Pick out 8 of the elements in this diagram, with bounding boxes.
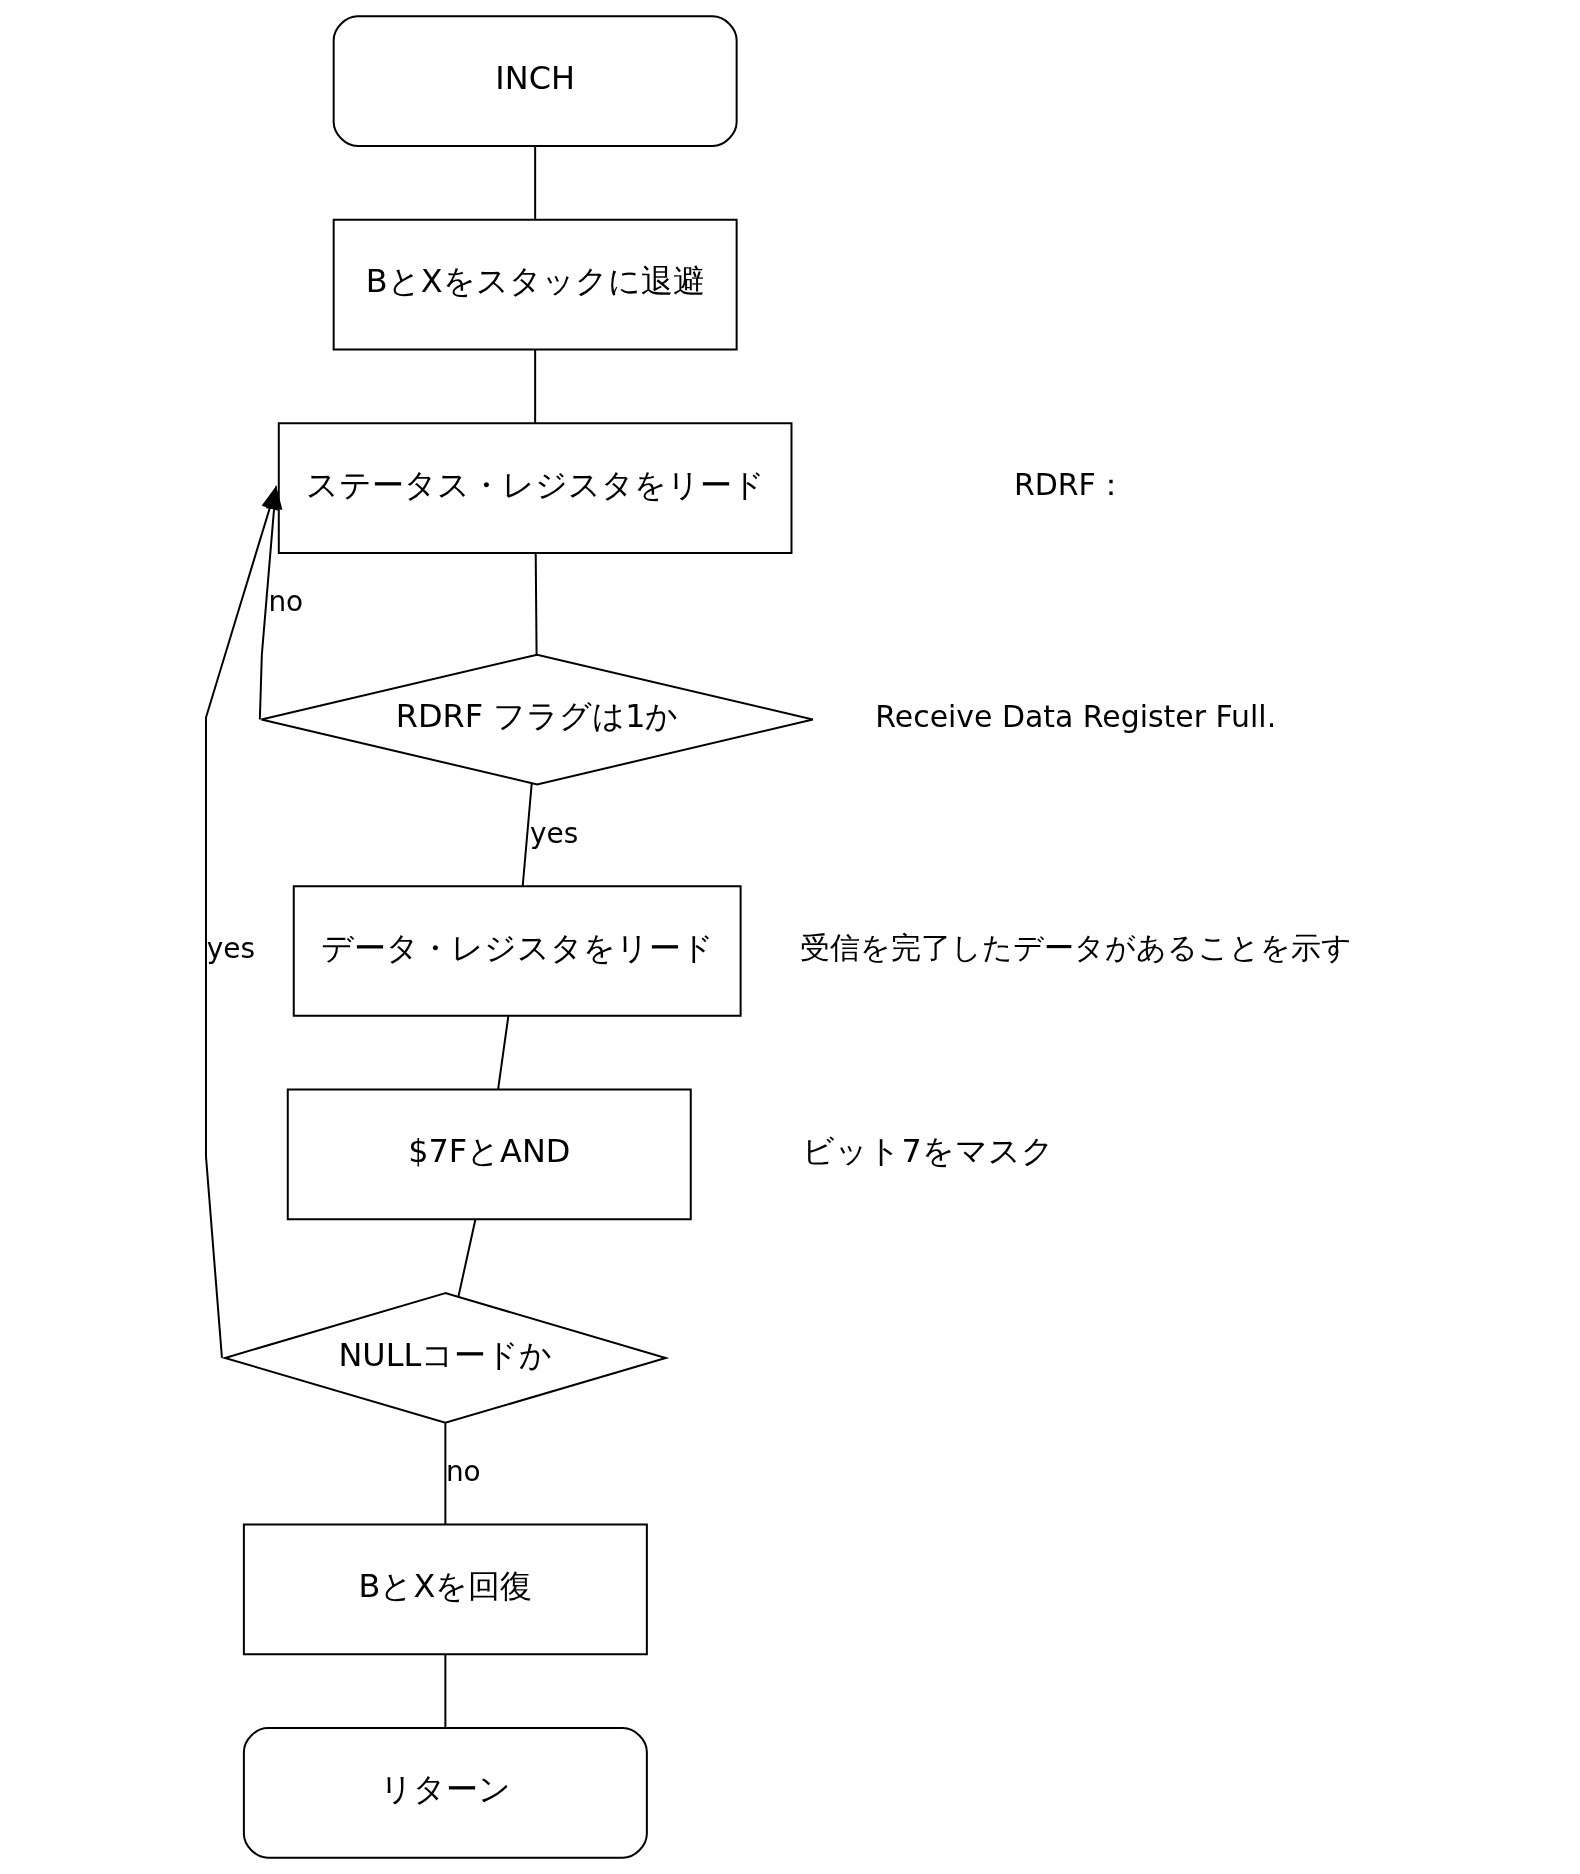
label: Receive Data Register Full. <box>875 698 1277 734</box>
edge-label: yes <box>529 816 579 850</box>
edge-label: yes <box>206 932 256 966</box>
label: 受信を完了したデータがあることを示す <box>799 929 1352 965</box>
label: RDRF： <box>1013 467 1126 503</box>
node-label: ビット7をマスク <box>802 1132 1054 1171</box>
edge-label: no <box>445 1455 481 1489</box>
edge-label: no <box>268 585 304 619</box>
